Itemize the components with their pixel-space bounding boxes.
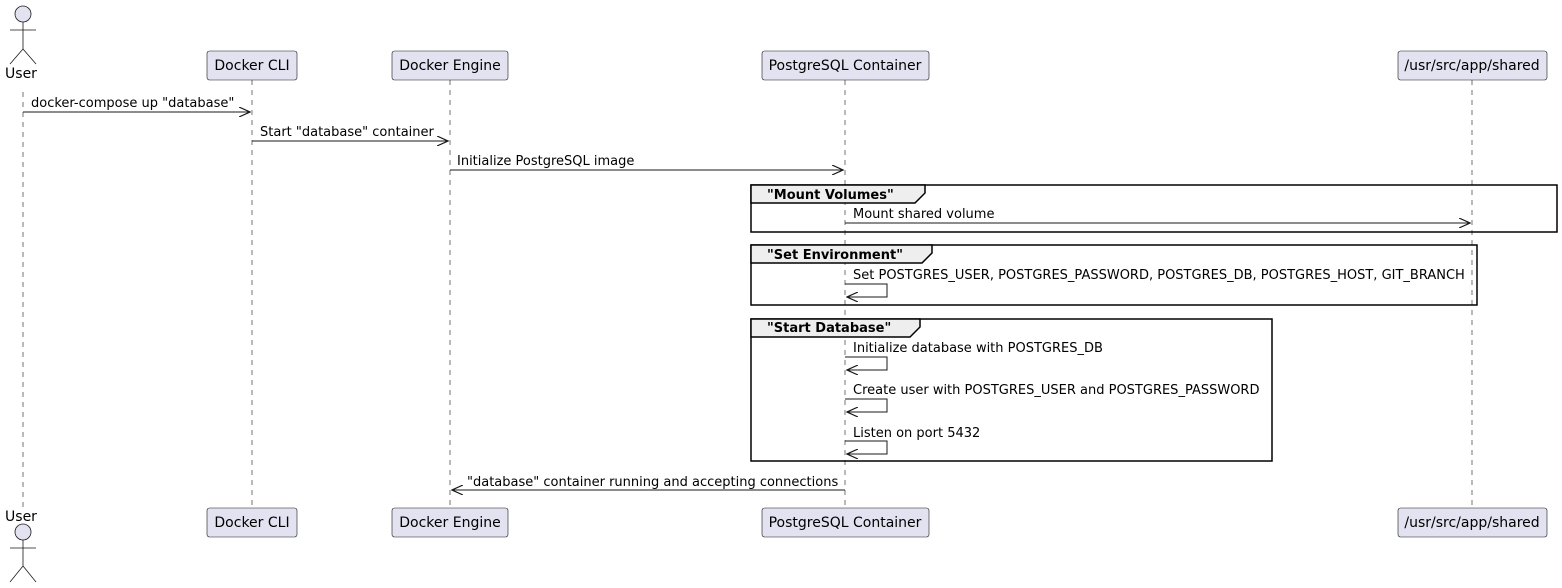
actor-label: User [5,66,37,82]
group-mount-volumes: "Mount Volumes" [750,184,1558,233]
participant-postgresql-container-top: PostgreSQL Container [761,50,930,81]
participant-shared-volume-top: /usr/src/app/shared [1397,50,1548,81]
participant-label: Docker CLI [214,515,289,531]
participant-postgresql-container-bottom: PostgreSQL Container [761,507,930,538]
actor-user-bottom: User [5,509,37,583]
participant-docker-engine-bottom: Docker Engine [391,507,509,538]
participant-docker-cli-bottom: Docker CLI [206,507,298,538]
message-set-env-vars: Set POSTGRES_USER, POSTGRES_PASSWORD, PO… [845,268,1465,297]
participant-label: Docker Engine [399,58,500,74]
message-label: Listen on port 5432 [853,426,980,441]
participant-label: /usr/src/app/shared [1404,58,1539,74]
message-label: Initialize database with POSTGRES_DB [853,341,1103,356]
message-container-running: "database" container running and accepti… [452,475,845,490]
message-initialize-database: Initialize database with POSTGRES_DB [845,341,1103,370]
lifelines [22,80,1473,512]
participant-label: Docker CLI [214,58,289,74]
message-listen-port: Listen on port 5432 [845,426,980,454]
group-title: "Start Database" [767,321,891,336]
actor-label: User [5,509,37,525]
participant-docker-cli-top: Docker CLI [206,50,298,81]
participant-shared-volume-bottom: /usr/src/app/shared [1397,507,1548,538]
group-set-environment: "Set Environment" [750,244,1478,306]
message-label: docker-compose up "database" [31,96,234,111]
participant-label: /usr/src/app/shared [1404,515,1539,531]
group-start-database: "Start Database" [750,318,1273,462]
message-mount-shared-volume: Mount shared volume [845,207,1470,223]
actor-user-top: User [5,5,37,82]
actor-head-icon [14,5,32,23]
message-label: Initialize PostgreSQL image [457,154,634,169]
message-label: Mount shared volume [853,207,994,222]
message-create-user: Create user with POSTGRES_USER and POSTG… [845,383,1259,412]
message-label: Start "database" container [260,125,435,140]
actor-head-icon [14,523,32,541]
message-label: Create user with POSTGRES_USER and POSTG… [853,383,1259,398]
group-title: "Set Environment" [767,248,903,263]
participant-label: PostgreSQL Container [769,515,922,531]
message-label: "database" container running and accepti… [467,475,838,490]
group-title: "Mount Volumes" [767,188,894,203]
message-label: Set POSTGRES_USER, POSTGRES_PASSWORD, PO… [853,268,1465,283]
participant-docker-engine-top: Docker Engine [391,50,509,81]
message-compose-up: docker-compose up "database" [23,96,250,112]
participant-label: Docker Engine [399,515,500,531]
message-start-container: Start "database" container [252,125,448,141]
participant-label: PostgreSQL Container [769,58,922,74]
message-initialize-image: Initialize PostgreSQL image [450,154,843,170]
